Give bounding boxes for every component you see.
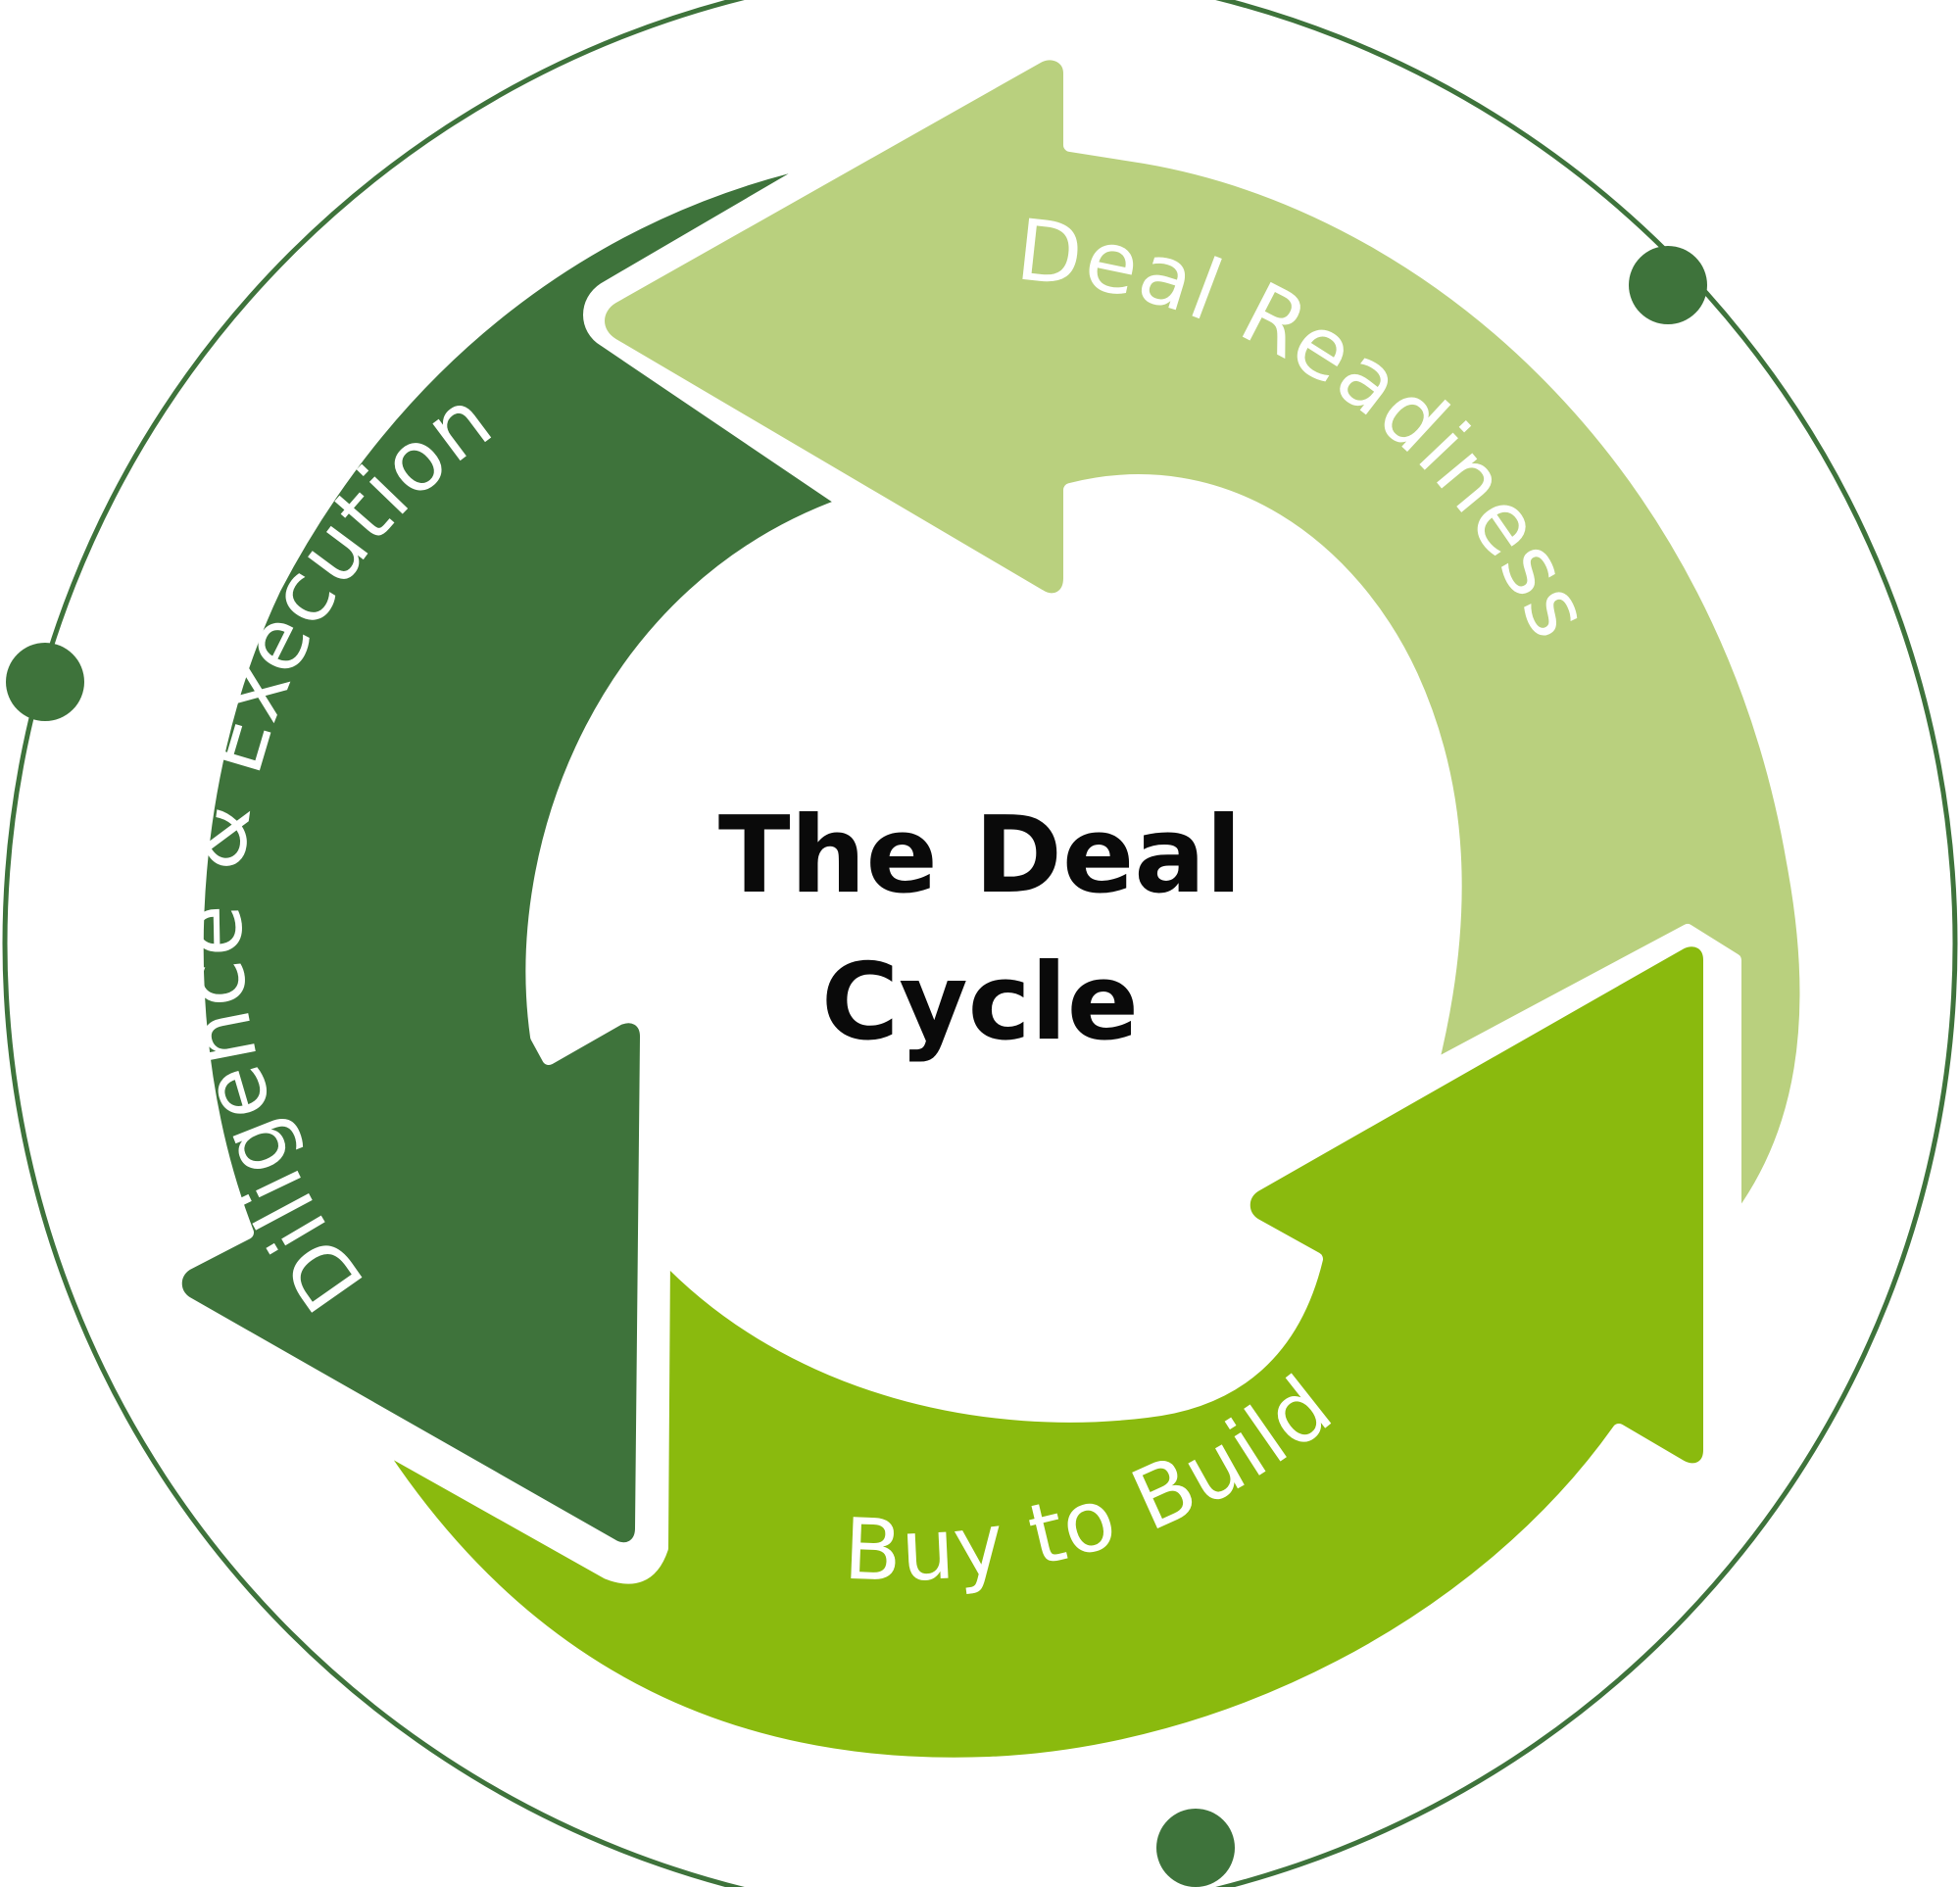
center-title-line-2: Cycle (821, 942, 1139, 1064)
ring-node-dot-top-right (1629, 246, 1707, 324)
buy-to-build-arrow (366, 933, 1717, 1771)
center-title-line-1: The Deal (718, 795, 1242, 917)
ring-node-dot-left (6, 643, 84, 721)
deal-readiness-arrow (591, 46, 1814, 1232)
ring-node-dot-bottom (1156, 1809, 1235, 1887)
diligence-execution-arrow (168, 150, 854, 1557)
